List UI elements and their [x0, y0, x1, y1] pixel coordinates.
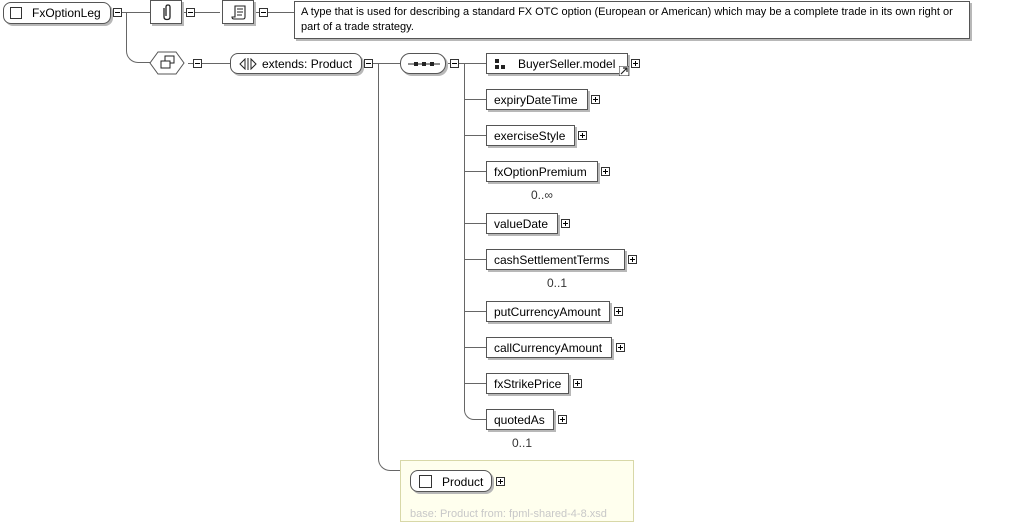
expand-toggle[interactable] [601, 167, 610, 176]
element-label: fxStrikePrice [494, 377, 562, 391]
complex-type-icon [10, 7, 22, 19]
connector-curve [464, 404, 486, 420]
base-type-label: Product [442, 475, 484, 489]
attachment-node[interactable] [150, 0, 182, 24]
element-label: fxOptionPremium [494, 165, 587, 179]
expand-toggle[interactable] [561, 219, 570, 228]
reference-arrow-icon [619, 66, 629, 76]
element-node[interactable]: valueDate [486, 213, 558, 234]
collapse-toggle[interactable] [186, 8, 195, 17]
connector [122, 12, 150, 13]
connector [188, 63, 230, 64]
element-node[interactable]: putCurrencyAmount [486, 301, 610, 322]
occurrence-label: 0..∞ [531, 188, 553, 202]
all-group-icon [160, 55, 175, 69]
connector [465, 135, 486, 136]
occurrence-label: 0..1 [512, 436, 533, 450]
element-label: exerciseStyle [494, 129, 566, 143]
connector [465, 259, 486, 260]
sequence-icon [408, 62, 440, 66]
collapse-toggle[interactable] [450, 59, 459, 68]
connector [465, 99, 486, 100]
element-node[interactable]: cashSettlementTerms [486, 249, 625, 270]
element-label: expiryDateTime [494, 93, 578, 107]
element-label: cashSettlementTerms [494, 253, 610, 267]
connector [465, 171, 486, 172]
connector [364, 63, 400, 64]
expand-toggle[interactable] [591, 95, 600, 104]
expand-toggle[interactable] [628, 255, 637, 264]
expand-toggle[interactable] [616, 343, 625, 352]
element-node[interactable]: expiryDateTime [486, 89, 588, 110]
annotation-node[interactable] [222, 0, 254, 24]
element-node[interactable]: quotedAs [486, 409, 554, 430]
group-ref-node[interactable]: BuyerSeller.model [486, 53, 629, 76]
sequence-node[interactable] [400, 53, 446, 74]
group-icon [495, 59, 505, 69]
paperclip-icon [163, 4, 171, 21]
connector [465, 347, 486, 348]
expand-toggle[interactable] [614, 307, 623, 316]
collapse-toggle[interactable] [364, 59, 373, 68]
complex-type-icon [419, 475, 432, 488]
collapse-toggle[interactable] [113, 8, 122, 17]
expand-toggle[interactable] [573, 379, 582, 388]
element-node[interactable]: fxOptionPremium [486, 161, 598, 182]
element-label: quotedAs [494, 413, 545, 427]
connector [465, 311, 486, 312]
expand-toggle[interactable] [578, 131, 587, 140]
connector-curve [126, 40, 150, 63]
collapse-toggle[interactable] [193, 59, 202, 68]
root-type-label: FxOptionLeg [32, 6, 101, 20]
connector [465, 383, 486, 384]
connector [378, 63, 379, 453]
collapse-toggle[interactable] [259, 8, 268, 17]
extension-node[interactable]: extends: Product [230, 53, 362, 74]
base-type-node[interactable]: Product [410, 470, 492, 492]
connector-curve [378, 446, 408, 471]
base-type-caption: base: Product from: fpml-shared-4-8.xsd [410, 508, 607, 520]
scroll-icon [231, 5, 246, 20]
expand-toggle[interactable] [558, 415, 567, 424]
expand-toggle[interactable] [631, 59, 640, 68]
element-node[interactable]: fxStrikePrice [486, 373, 569, 394]
group-ref-label: BuyerSeller.model [518, 57, 616, 71]
extension-icon [239, 58, 257, 70]
element-node[interactable]: callCurrencyAmount [486, 337, 612, 358]
occurrence-label: 0..1 [547, 276, 568, 290]
connector [464, 63, 465, 411]
connector [465, 223, 486, 224]
connector [182, 12, 220, 13]
element-node[interactable]: exerciseStyle [486, 125, 575, 146]
element-label: callCurrencyAmount [494, 341, 603, 355]
connector [448, 63, 486, 64]
root-type-node[interactable]: FxOptionLeg [3, 2, 111, 24]
connector [126, 13, 127, 51]
expand-toggle[interactable] [496, 477, 505, 486]
connector [256, 12, 294, 13]
documentation-text: A type that is used for describing a sta… [294, 1, 970, 39]
element-label: putCurrencyAmount [494, 305, 601, 319]
element-label: valueDate [494, 217, 549, 231]
extension-label: extends: Product [262, 57, 353, 71]
